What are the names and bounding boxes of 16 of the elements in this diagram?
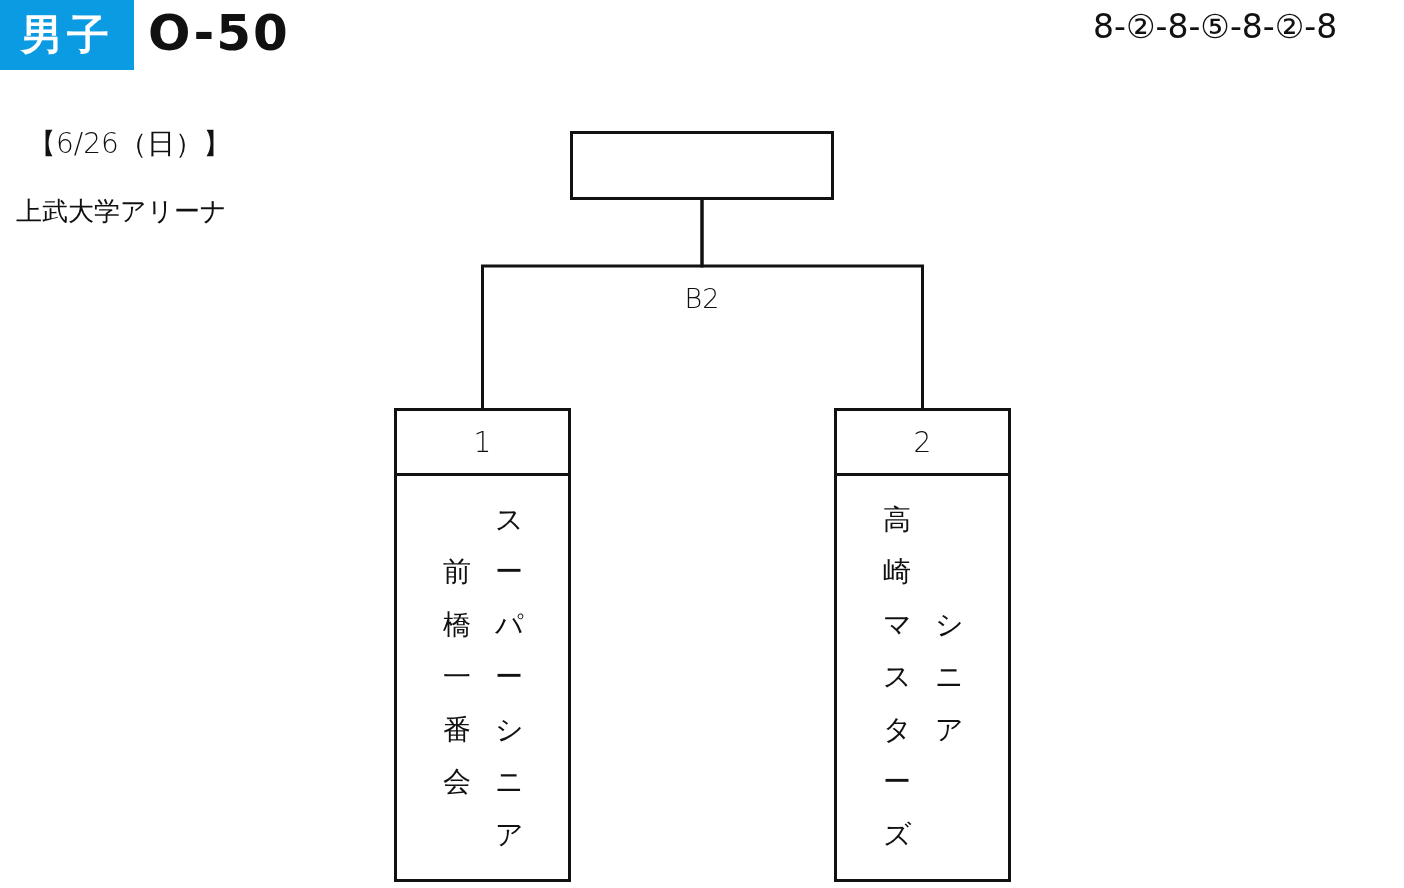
team-name: スーパーシニア — [494, 501, 523, 853]
team-name: 前橋一番会 — [442, 554, 471, 801]
empty-box — [570, 131, 834, 200]
category-badge: 男子 — [0, 0, 134, 70]
bracket-line — [700, 198, 924, 410]
team-name: 高崎マスターズ — [882, 501, 911, 853]
match-label: B2 — [684, 284, 720, 314]
date-text: 【6/26（日）】 — [28, 129, 231, 160]
title: O-50 — [148, 6, 290, 61]
seed-number: 1 — [397, 411, 568, 476]
team-name: シニア — [934, 606, 963, 748]
team-box — [834, 408, 1011, 882]
format-code-text: 8-②-8-⑤-8-②-8 — [1093, 9, 1338, 46]
venue-text: 上武大学アリーナ — [16, 197, 227, 226]
seed-number: 2 — [837, 411, 1008, 476]
team-box — [394, 408, 571, 882]
